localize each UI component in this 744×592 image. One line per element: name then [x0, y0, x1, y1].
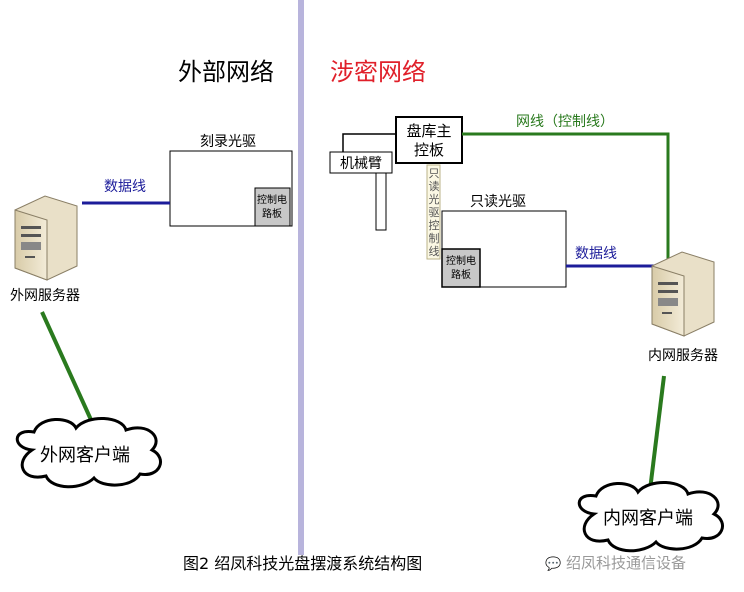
right-control-board	[441, 248, 481, 288]
left-control-board-line2: 路板	[262, 207, 282, 220]
right-control-board-line2: 路板	[451, 268, 471, 281]
reader-control-cable-label: 只 读 光 驱 控 制 线	[429, 167, 440, 258]
internal-client-label: 内网客户端	[603, 508, 693, 529]
main-board-line1: 盘库主	[406, 122, 451, 140]
watermark-icon: 💬	[545, 556, 561, 572]
robot-arm-label: 机械臂	[340, 156, 382, 172]
reader-label: 只读光驱	[470, 193, 526, 210]
main-control-board	[395, 116, 463, 164]
svg-text:制: 制	[429, 232, 440, 245]
svg-text:光: 光	[429, 192, 440, 206]
external-server-icon	[14, 195, 78, 281]
reader-control-cable	[426, 164, 441, 260]
watermark: 绍凤科技通信设备	[566, 554, 686, 572]
left-client-link	[40, 311, 94, 423]
external-server-label: 外网服务器	[10, 288, 80, 304]
svg-text:读: 读	[429, 179, 440, 193]
internal-server-icon	[651, 251, 715, 337]
left-data-cable-label: 数据线	[104, 179, 146, 195]
figure-caption: 图2 绍凤科技光盘摆渡系统结构图	[183, 554, 422, 573]
right-control-board-line1: 控制电	[446, 254, 476, 267]
network-divider	[298, 0, 304, 555]
secret-network-title: 涉密网络	[330, 58, 426, 86]
left-control-board	[254, 187, 291, 227]
right-client-link	[648, 375, 666, 491]
robot-arm-box	[329, 151, 393, 174]
svg-text:控: 控	[429, 218, 440, 232]
svg-text:驱: 驱	[429, 206, 440, 219]
network-cable-label: 网线（控制线）	[516, 114, 614, 130]
robot-arm-rod	[375, 171, 387, 231]
svg-text:只: 只	[429, 167, 440, 180]
left-control-board-line1: 控制电	[257, 193, 287, 206]
right-data-cable-label: 数据线	[575, 246, 617, 262]
svg-text:线: 线	[429, 244, 440, 258]
external-client-label: 外网客户端	[40, 445, 130, 466]
burner-label: 刻录光驱	[200, 134, 256, 150]
internal-server-label: 内网服务器	[648, 348, 718, 364]
network-control-cable	[462, 132, 670, 266]
main-board-line2: 控板	[414, 141, 444, 159]
external-network-title: 外部网络	[178, 58, 274, 86]
